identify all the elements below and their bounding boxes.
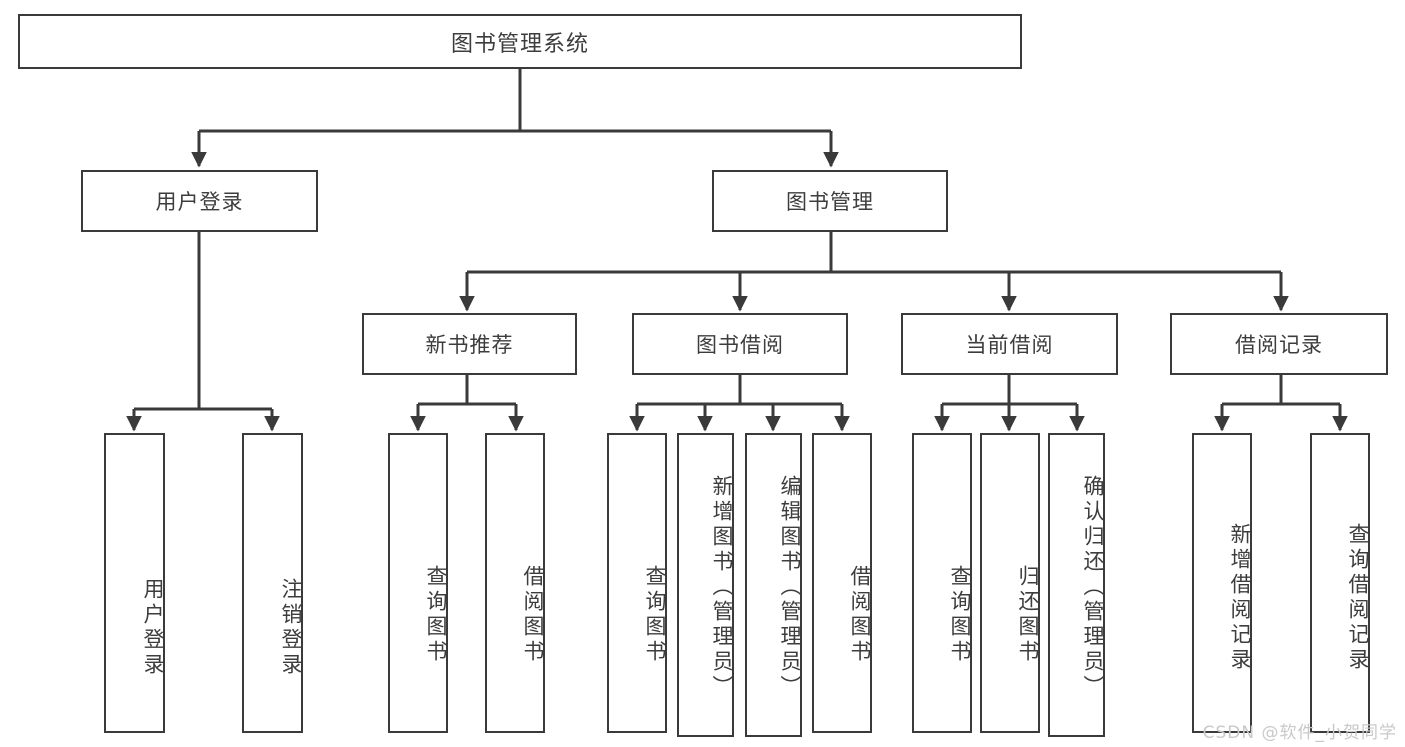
node-borrow-record[interactable]: 借阅记录 [1170, 313, 1388, 375]
leaf-return-book[interactable]: 归还图书 [980, 433, 1040, 733]
node-root-system[interactable]: 图书管理系统 [18, 14, 1022, 69]
leaf-logout-login[interactable]: 注销登录 [242, 433, 303, 733]
leaf-user-login[interactable]: 用户登录 [104, 433, 165, 733]
leaf-query-book-borrow[interactable]: 查询图书 [607, 433, 667, 733]
leaf-query-book-recommend[interactable]: 查询图书 [388, 433, 448, 733]
node-new-book-recommend[interactable]: 新书推荐 [362, 313, 577, 375]
leaf-edit-book-admin[interactable]: 编辑图书（管理员） [745, 433, 802, 737]
leaf-borrow-book-borrow[interactable]: 借阅图书 [812, 433, 872, 733]
node-book-borrow[interactable]: 图书借阅 [632, 313, 848, 375]
leaf-borrow-book-recommend[interactable]: 借阅图书 [485, 433, 545, 733]
leaf-confirm-return-admin[interactable]: 确认归还（管理员） [1048, 433, 1105, 737]
leaf-query-borrow-record[interactable]: 查询借阅记录 [1310, 433, 1370, 733]
leaf-add-borrow-record[interactable]: 新增借阅记录 [1192, 433, 1252, 733]
leaf-query-book-current[interactable]: 查询图书 [912, 433, 972, 733]
node-current-borrow[interactable]: 当前借阅 [901, 313, 1118, 375]
node-book-manage[interactable]: 图书管理 [712, 170, 948, 232]
leaf-add-book-admin[interactable]: 新增图书（管理员） [677, 433, 734, 737]
node-user-login[interactable]: 用户登录 [81, 170, 318, 232]
csdn-watermark: CSDN @软件_小贺同学 [1202, 723, 1397, 743]
